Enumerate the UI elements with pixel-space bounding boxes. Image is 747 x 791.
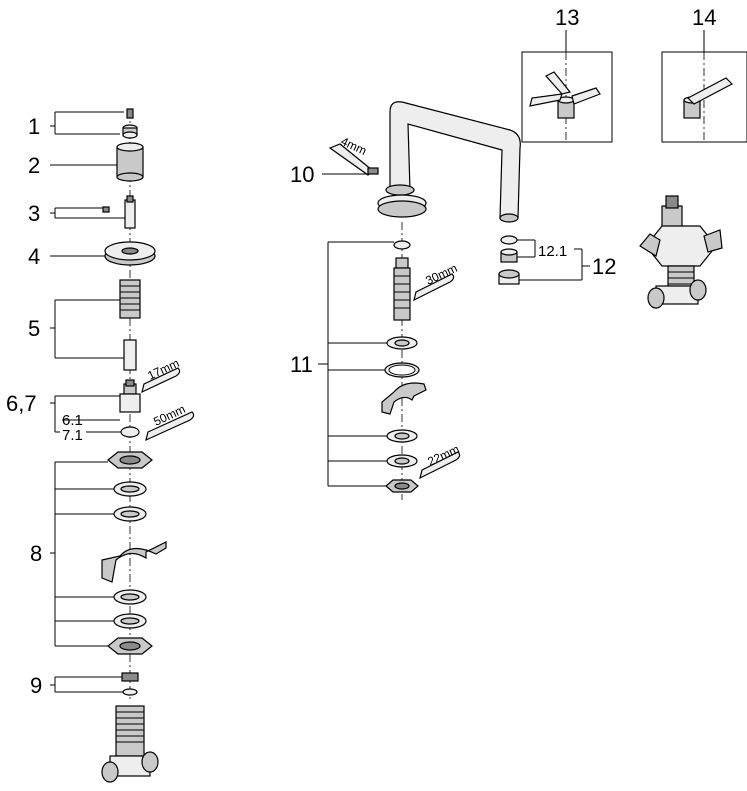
part-4-rosette — [104, 241, 156, 266]
label-part-5: 5 — [28, 316, 40, 341]
label-part-61: 6.1 — [62, 412, 83, 429]
label-part-14: 14 — [692, 5, 716, 30]
box-part-13 — [521, 51, 613, 143]
part-5-threaded-sleeve — [119, 279, 141, 371]
handle-options: 13 14 — [521, 5, 747, 143]
label-part-8: 8 — [30, 541, 42, 566]
part-71-ring — [120, 426, 140, 438]
left-leader-lines — [50, 111, 125, 693]
box-part-14 — [661, 51, 747, 143]
part-2-sleeve — [116, 142, 144, 182]
label-part-9: 9 — [30, 673, 42, 698]
label-part-4: 4 — [28, 244, 40, 269]
wrench-30mm — [413, 273, 455, 302]
label-part-2: 2 — [28, 153, 40, 178]
wrench-22mm — [419, 451, 461, 480]
part-8-mounting-set — [101, 451, 167, 655]
part-9-seal — [121, 672, 139, 696]
wrench-50mm — [145, 411, 195, 442]
part-3-spindle — [102, 195, 136, 229]
left-valve-assembly: 1 2 3 4 5 6,7 6.1 7.1 8 9 17mm 50mm — [6, 108, 195, 783]
part-1-screw-cap — [122, 108, 138, 139]
label-part-11: 11 — [290, 352, 313, 377]
cross-handle — [529, 71, 601, 119]
label-part-71: 7.1 — [62, 427, 83, 444]
label-part-1: 1 — [28, 114, 40, 139]
center-leader-lines — [318, 173, 590, 487]
label-part-67: 6,7 — [6, 391, 37, 416]
spout-assembly: 10 11 12 12.1 4mm 30mm 22mm — [290, 101, 616, 500]
part-10-hex-key — [328, 143, 379, 176]
lever-handle — [683, 77, 734, 119]
label-part-12: 12 — [592, 254, 616, 279]
label-part-121: 12.1 — [538, 243, 567, 260]
part-67-cartridge — [119, 379, 141, 413]
label-part-3: 3 — [28, 201, 40, 226]
part-11-stack — [381, 240, 427, 493]
valve-body — [101, 705, 159, 783]
label-part-13: 13 — [555, 5, 579, 30]
right-valve-body — [639, 195, 723, 309]
label-part-10: 10 — [290, 162, 314, 187]
wrench-17mm — [141, 367, 181, 394]
part-12-aerator — [498, 235, 520, 285]
